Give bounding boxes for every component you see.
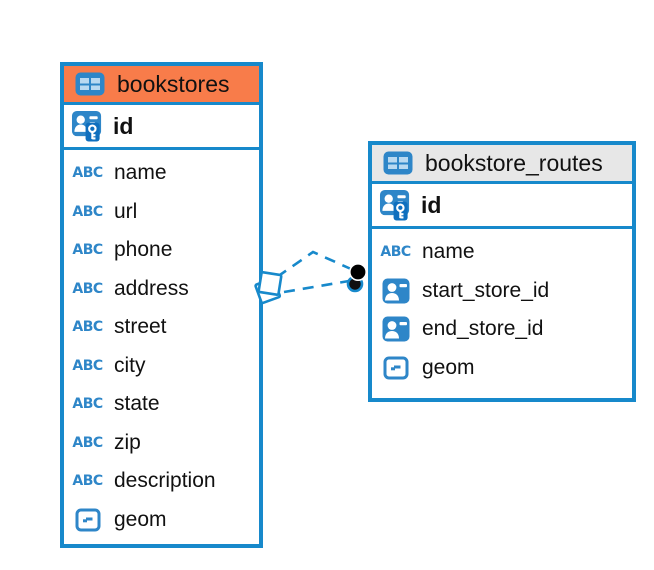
column-row[interactable]: ABC street xyxy=(64,308,259,347)
column-name: phone xyxy=(114,238,173,262)
geometry-type-icon xyxy=(71,508,104,532)
column-row[interactable]: ABC phone xyxy=(64,231,259,270)
geometry-type-icon xyxy=(379,356,412,380)
column-name: name xyxy=(114,161,167,185)
column-name: start_store_id xyxy=(422,278,550,302)
relationship-line-upper[interactable] xyxy=(276,250,352,279)
column-name: url xyxy=(114,199,138,223)
column-row[interactable]: ABC address xyxy=(64,270,259,309)
primary-key-icon xyxy=(71,110,104,142)
text-type-icon: ABC xyxy=(72,319,103,336)
column-name: end_store_id xyxy=(422,317,544,341)
text-type-icon: ABC xyxy=(72,165,103,182)
text-type-icon: ABC xyxy=(72,280,103,297)
column-name: geom xyxy=(422,355,475,379)
text-type-icon: ABC xyxy=(72,473,103,490)
table-header[interactable]: bookstore_routes xyxy=(372,145,632,184)
text-type-icon: ABC xyxy=(72,434,103,451)
columns-section: ABC name start_store_id end_store_id ge xyxy=(372,229,632,389)
text-type-icon: ABC xyxy=(72,242,103,259)
column-name: id xyxy=(113,112,134,139)
column-row[interactable]: ABC name xyxy=(372,233,632,272)
column-row[interactable]: ABC city xyxy=(64,347,259,386)
column-name: city xyxy=(114,353,146,377)
column-name: id xyxy=(421,191,442,218)
column-name: description xyxy=(114,469,216,493)
primary-key-icon xyxy=(379,189,412,221)
relationship-dot-end-icon[interactable] xyxy=(346,262,367,293)
foreign-key-icon xyxy=(379,278,412,304)
text-type-icon: ABC xyxy=(72,203,103,220)
column-row[interactable]: ABC name xyxy=(64,154,259,193)
column-name: geom xyxy=(114,507,167,531)
primary-key-row[interactable]: id xyxy=(64,105,259,150)
column-row[interactable]: geom xyxy=(372,349,632,388)
column-name: state xyxy=(114,392,160,416)
column-name: name xyxy=(422,240,475,264)
table-icon xyxy=(381,151,414,175)
text-type-icon: ABC xyxy=(72,357,103,374)
table-bookstore-routes[interactable]: bookstore_routes id ABC name start_store… xyxy=(368,141,636,402)
column-name: address xyxy=(114,276,189,300)
table-title: bookstore_routes xyxy=(425,149,603,176)
table-icon xyxy=(73,72,106,96)
table-bookstores[interactable]: bookstores id ABC name ABC url ABC phone… xyxy=(60,62,263,548)
column-row[interactable]: geom xyxy=(64,501,259,540)
table-header[interactable]: bookstores xyxy=(64,66,259,105)
columns-section: ABC name ABC url ABC phone ABC address A… xyxy=(64,150,259,541)
column-row[interactable]: ABC zip xyxy=(64,424,259,463)
text-type-icon: ABC xyxy=(72,396,103,413)
foreign-key-icon xyxy=(379,316,412,342)
text-type-icon: ABC xyxy=(380,244,411,261)
relationship-line-lower[interactable] xyxy=(283,279,350,294)
column-row[interactable]: ABC description xyxy=(64,462,259,501)
column-row[interactable]: ABC state xyxy=(64,385,259,424)
column-row[interactable]: ABC url xyxy=(64,193,259,232)
column-name: zip xyxy=(114,430,141,454)
column-row[interactable]: start_store_id xyxy=(372,272,632,311)
table-title: bookstores xyxy=(117,70,230,97)
column-row[interactable]: end_store_id xyxy=(372,310,632,349)
column-name: street xyxy=(114,315,167,339)
primary-key-row[interactable]: id xyxy=(372,184,632,229)
